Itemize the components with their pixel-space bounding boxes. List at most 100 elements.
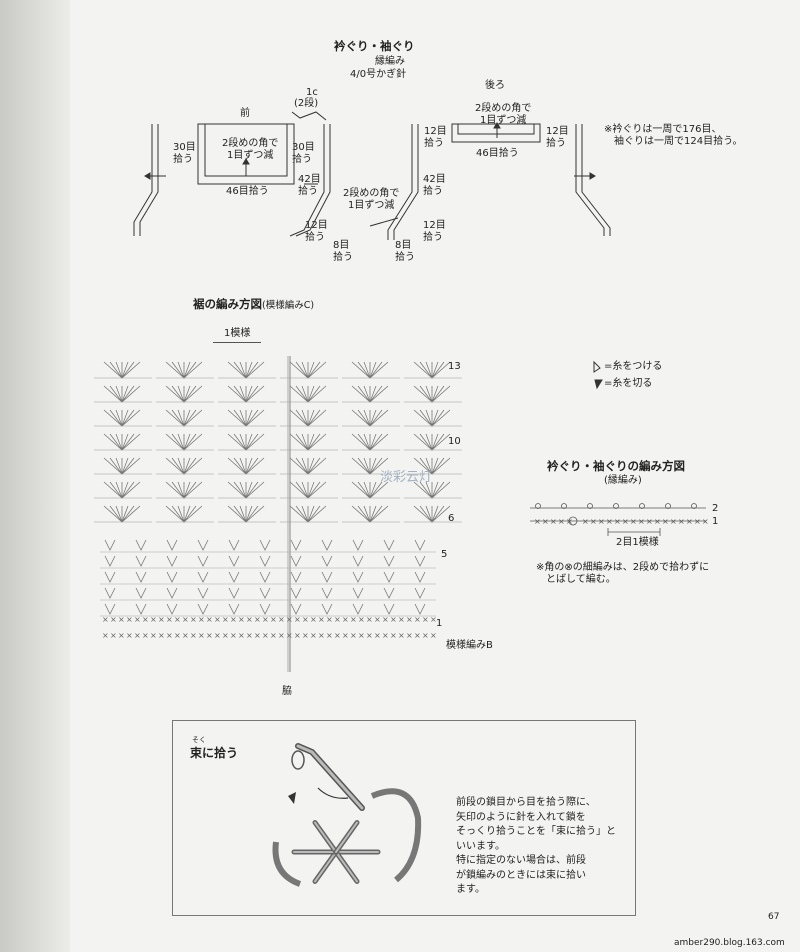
fan-stitch — [369, 361, 389, 379]
fan-stitch — [431, 481, 451, 499]
fan-stitch — [413, 457, 433, 475]
fan-stitch — [419, 481, 433, 499]
fan-stitch — [183, 505, 197, 523]
fan-stitch — [295, 409, 309, 427]
fan-stitch — [363, 409, 371, 427]
v-stitch — [383, 571, 395, 583]
fan-stitch — [357, 457, 371, 475]
v-stitch — [135, 587, 147, 599]
fan-stitch — [307, 385, 321, 403]
fan-stitch — [239, 361, 247, 379]
fan-stitch — [431, 433, 451, 451]
fan-stitch — [227, 385, 247, 403]
fan-stitch — [183, 505, 191, 523]
sc-stitch: × — [206, 615, 213, 624]
mid-corner-note: 2段めの角で 1目ずつ減 — [343, 188, 400, 211]
repeat-label: 1模様 — [224, 328, 251, 339]
fan-stitch — [177, 457, 185, 475]
fan-stitch — [369, 505, 377, 523]
book-spine-shadow — [0, 0, 70, 952]
sc-stitch: × — [278, 615, 285, 624]
v-stitch — [197, 539, 209, 551]
v-stitch — [104, 539, 116, 551]
fan-stitch — [183, 505, 203, 523]
v-stitch — [290, 555, 302, 567]
fan-stitch — [109, 385, 123, 403]
hook-size: 4/0号かぎ針 — [350, 69, 407, 80]
v-stitch — [197, 603, 209, 615]
row-1: 1 — [436, 618, 443, 629]
fan-stitch — [165, 481, 185, 499]
fan-stitch — [289, 481, 309, 499]
front-8-count: 8目 拾う — [333, 240, 353, 263]
v-stitch — [321, 587, 333, 599]
v-stitch — [166, 555, 178, 567]
fan-stitch — [369, 409, 383, 427]
sc-stitch: × — [350, 631, 357, 640]
fan-stitch — [369, 385, 383, 403]
sc-stitch: × — [230, 631, 237, 640]
fan-stitch — [307, 409, 315, 427]
fan-stitch — [115, 433, 123, 451]
sc-stitch: × — [422, 615, 429, 624]
v-stitch — [135, 571, 147, 583]
edge-row-2: 2 — [712, 503, 719, 514]
fan-stitch — [425, 457, 433, 475]
fan-stitch — [183, 361, 197, 379]
fan-stitch — [419, 457, 433, 475]
fan-stitch — [357, 361, 371, 379]
fan-stitch — [301, 505, 309, 523]
sc-stitch: × — [102, 615, 109, 624]
fan-stitch — [121, 481, 135, 499]
v-stitch — [228, 571, 240, 583]
v-stitch — [352, 587, 364, 599]
fan-stitch — [103, 481, 123, 499]
fan-stitch — [369, 409, 389, 427]
sc-stitch: × — [342, 615, 349, 624]
v-stitch — [414, 603, 426, 615]
fan-stitch — [307, 361, 327, 379]
fan-stitch — [183, 481, 191, 499]
fan-stitch — [363, 385, 371, 403]
v-stitch — [259, 603, 271, 615]
fan-stitch — [239, 481, 247, 499]
fan-stitch — [351, 361, 371, 379]
v-stitch — [352, 539, 364, 551]
v-stitch — [259, 555, 271, 567]
fan-stitch — [369, 505, 389, 523]
fan-stitch — [425, 481, 433, 499]
fan-stitch — [295, 385, 309, 403]
fan-stitch — [431, 361, 445, 379]
sc-stitch: × — [406, 631, 413, 640]
fan-stitch — [245, 409, 259, 427]
front-label: 前 — [240, 108, 250, 119]
fan-stitch — [233, 385, 247, 403]
sc-stitch: × — [182, 631, 189, 640]
fan-stitch — [233, 409, 247, 427]
fan-stitch — [307, 361, 321, 379]
fan-stitch — [295, 457, 309, 475]
stitch-total-note: ※衿ぐりは一周で176目、 袖ぐりは一周で124目拾う。 — [604, 124, 743, 147]
fan-stitch — [307, 481, 327, 499]
sc-stitch: × — [390, 631, 397, 640]
sc-stitch: × — [318, 615, 325, 624]
fan-stitch — [245, 385, 259, 403]
sc-stitch: × — [126, 631, 133, 640]
sc-stitch: × — [222, 615, 229, 624]
edge-sc: × — [694, 517, 701, 526]
sc-stitch: × — [414, 615, 421, 624]
edge-repeat: 2目1模様 — [616, 537, 659, 548]
back-12-count: 12目 拾う — [423, 220, 446, 243]
fan-stitch — [363, 481, 371, 499]
sc-stitch: × — [326, 615, 333, 624]
fan-stitch — [121, 361, 141, 379]
sc-stitch: × — [238, 631, 245, 640]
row-10: 10 — [448, 436, 461, 447]
fan-stitch — [413, 481, 433, 499]
fan-stitch — [431, 433, 439, 451]
fan-stitch — [121, 457, 141, 475]
legend-attach: =糸をつける — [604, 361, 663, 372]
fan-stitch — [121, 457, 135, 475]
fan-stitch — [289, 457, 309, 475]
sc-stitch: × — [190, 615, 197, 624]
